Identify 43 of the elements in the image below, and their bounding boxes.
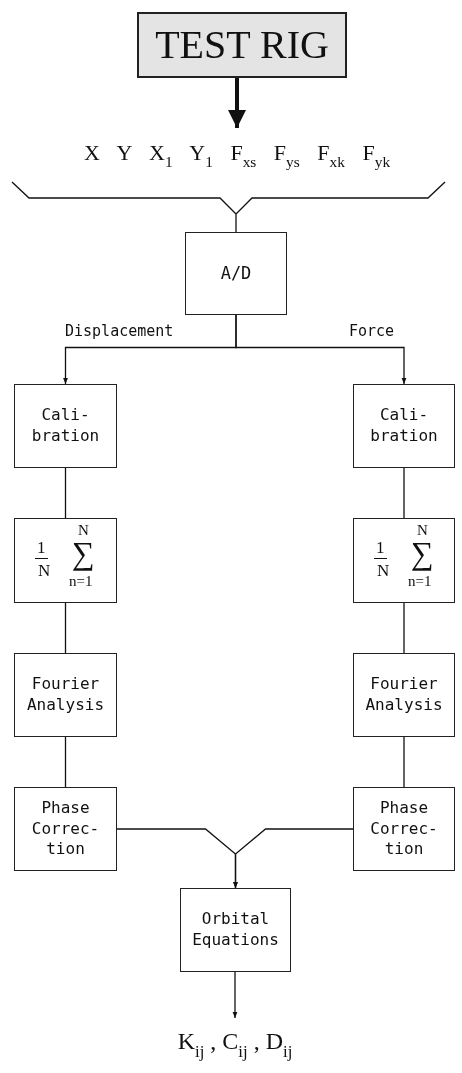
process-box [14, 787, 117, 871]
box-label: Fourier Analysis [364, 674, 444, 716]
formula-text: N [78, 523, 89, 538]
connector-line [11, 181, 446, 233]
box-label: Phase Correc- tion [369, 797, 439, 861]
box-label: Orbital Equations [191, 909, 280, 951]
edge-label: Displacement [64, 322, 175, 340]
connector-line [64, 467, 67, 519]
formula-text: 1 [35, 539, 48, 559]
connector-line [64, 602, 67, 654]
box-label: Cali- bration [30, 405, 101, 447]
signal-list: X Y X$_{1}$ Y$_{1}$ F$_{xs}$ F$_{ys}$ F$_{xk}$ F$_{yk}$ [79, 138, 395, 168]
formula-text: N [417, 523, 428, 538]
arrow [235, 314, 407, 385]
formula-text: N [38, 562, 51, 579]
box-label: Cali- bration [369, 405, 439, 447]
process-box [185, 232, 287, 315]
arrow [233, 828, 354, 889]
process-box [353, 518, 455, 603]
connector-line [403, 736, 405, 788]
process-box [353, 787, 455, 871]
box-label: Phase Correc- tion [30, 797, 101, 861]
arrow [228, 78, 246, 128]
box-label: Fourier Analysis [25, 674, 106, 716]
box-label: TEST RIG [154, 21, 330, 69]
process-box [353, 653, 455, 737]
process-box [14, 384, 117, 468]
formula-text: n=1 [408, 574, 432, 589]
box-label: A/D [219, 262, 253, 285]
connector-line [64, 736, 67, 788]
process-box [137, 12, 347, 78]
formula-text: 1 [374, 539, 387, 559]
connector-line [403, 602, 405, 654]
process-box [14, 518, 117, 603]
formula-text: n=1 [69, 574, 93, 589]
process-box [14, 653, 117, 737]
formula-text: N [377, 562, 390, 579]
formula-text: ∑ [411, 537, 434, 569]
arrow [232, 971, 238, 1019]
formula-text: ∑ [72, 537, 95, 569]
process-box [180, 888, 291, 972]
connector-line [403, 467, 405, 519]
process-box [353, 384, 455, 468]
